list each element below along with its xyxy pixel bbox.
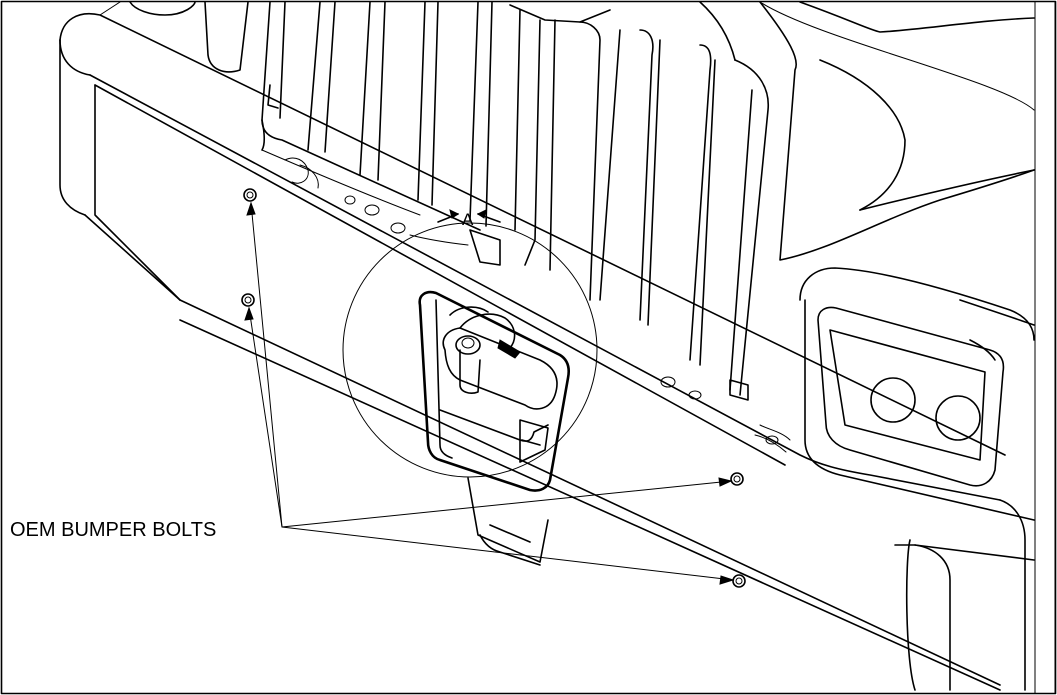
upper-left-bracket: [129, 1, 279, 151]
title-block-strip: [1034, 1, 1056, 694]
tow-hitch-bracket: [418, 290, 571, 566]
section-marker-label: A: [462, 210, 474, 229]
headlight-left: [870, 377, 916, 423]
callout-leaders: [244, 201, 735, 585]
truck-hood: [699, 1, 1035, 261]
bolt-lower-right: [732, 574, 746, 588]
bumper-bolts: [241, 188, 746, 588]
section-marker: A: [409, 209, 501, 246]
bolt-lower-left: [241, 293, 255, 307]
callout-label: OEM BUMPER BOLTS: [10, 519, 216, 541]
bolt-upper-right: [730, 472, 744, 486]
bumper: [59, 1, 1035, 691]
bolt-upper-left: [243, 188, 257, 202]
grille: [261, 1, 770, 401]
detail-circle: [342, 222, 598, 478]
headlight-right: [935, 395, 981, 441]
headlight-assembly: [799, 267, 1035, 521]
